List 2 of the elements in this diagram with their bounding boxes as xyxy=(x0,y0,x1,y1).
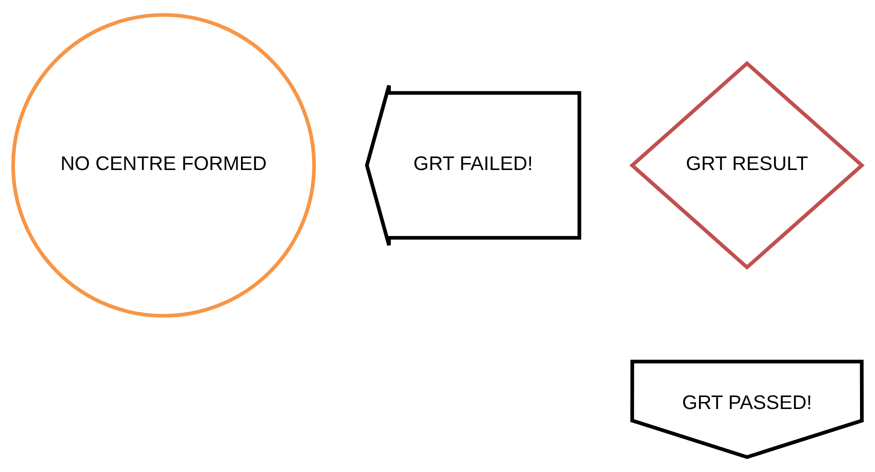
node-diamond: GRT RESULT xyxy=(629,60,865,270)
node-circle: NO CENTRE FORMED xyxy=(11,13,316,318)
